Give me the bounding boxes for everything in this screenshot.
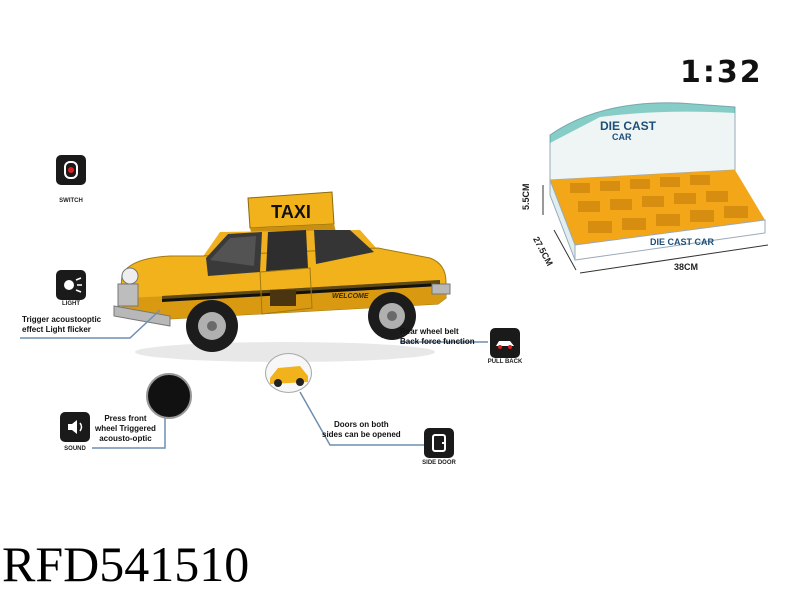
sidedoor-feature-text: Doors on both sides can be opened [322, 420, 401, 440]
sound-text-line: wheel Triggered [95, 424, 156, 433]
pullback-feature-text: Rear wheel belt Back force function [400, 327, 475, 347]
model-number: RFD541510 [2, 536, 250, 592]
light-icon [56, 270, 86, 300]
light-feature-text: Trigger acoustooptic effect Light flicke… [22, 315, 101, 335]
taxi-car-illustration: TAXI WELCOME [113, 191, 451, 362]
pull-back-icon [490, 328, 520, 358]
switch-icon [56, 155, 86, 185]
sound-text-line: acousto-optic [99, 434, 152, 443]
side-door-icon [424, 428, 454, 458]
box-front-text: DIE CAST CAR [650, 237, 715, 247]
sidedoor-caption: SIDE DOOR [422, 460, 456, 466]
pullback-caption: PULL BACK [487, 359, 523, 365]
box-brand-line2: CAR [612, 132, 632, 142]
sound-feature-text: Press front wheel Triggered acousto-opti… [95, 414, 156, 444]
sound-text-line: Press front [104, 414, 147, 423]
pullback-text-line: Back force function [400, 337, 475, 346]
light-text-line: effect Light flicker [22, 325, 91, 334]
box-width-label: 38CM [674, 262, 699, 272]
display-box-illustration: DIE CAST CAR DIE CAST CAR [542, 102, 769, 274]
box-brand-line1: DIE CAST [600, 119, 657, 133]
box-height-label: 5.5CM [521, 183, 531, 210]
switch-caption: SWITCH [59, 198, 83, 204]
light-text-line: Trigger acoustooptic [22, 315, 102, 324]
pullback-text-line: Rear wheel belt [400, 327, 459, 336]
door-welcome-text: WELCOME [332, 293, 369, 300]
sidedoor-text-line: sides can be opened [322, 430, 401, 439]
side-door-detail-image [265, 353, 312, 393]
scale-label: 1:32 [680, 55, 763, 90]
sidedoor-text-line: Doors on both [334, 420, 389, 429]
roof-sign-text: TAXI [271, 202, 311, 222]
light-caption: LIGHT [62, 301, 80, 307]
sound-icon [60, 412, 90, 442]
sound-caption: SOUND [64, 446, 86, 452]
roof-sign: TAXI [247, 191, 336, 236]
front-wheel-detail-image [146, 373, 192, 419]
